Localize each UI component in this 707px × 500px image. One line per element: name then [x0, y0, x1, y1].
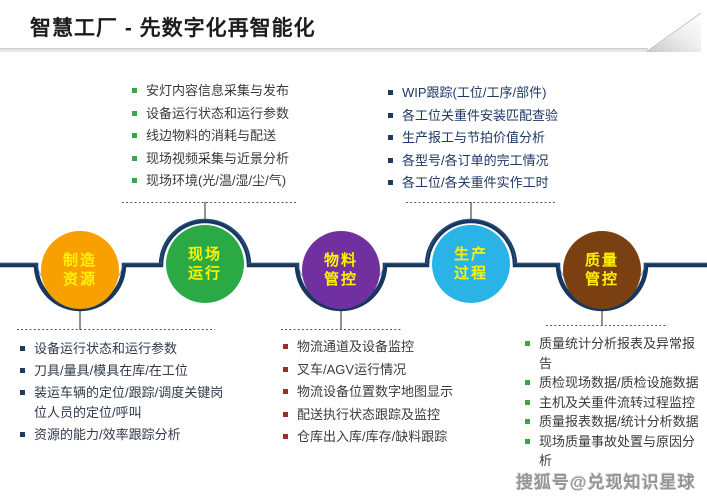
list-item: 线边物料的消耗与配送: [130, 126, 370, 145]
list-item: 装运车辆的定位/跟踪/调度关键岗位人员的定位/呼叫: [18, 383, 224, 423]
bullet-icon: [388, 135, 393, 140]
stage-label: 现场: [187, 246, 222, 263]
list-item: 各工位/各关重件实作工时: [386, 173, 646, 192]
list-item-text: 各型号/各订单的完工情况: [402, 152, 549, 168]
bullet-icon: [132, 178, 137, 183]
callout-list-quality-control: 质量统计分析报表及异常报告 质检现场数据/质检设施数据 主机及关重件流转过程监控…: [523, 334, 699, 471]
list-item: 叉车/AGV运行情况: [281, 360, 511, 380]
list-item: 现场环境(光/温/湿/尘/气): [130, 171, 370, 190]
stage-label: 制造: [62, 252, 97, 269]
list-item-text: 资源的能力/效率跟踪分析: [34, 427, 181, 442]
list-item-text: 物流设备位置数字地图显示: [297, 384, 454, 399]
list-item: WIP跟踪(工位/工序/部件): [386, 83, 646, 102]
bullet-icon: [283, 366, 288, 372]
list-item: 现场质量事故处置与原因分析: [523, 432, 699, 471]
list-item: 现场视频采集与近景分析: [130, 149, 370, 168]
bullet-icon: [283, 344, 288, 349]
bullet-icon: [132, 88, 137, 93]
bullet-icon: [388, 112, 393, 118]
list-item: 质量报表数据/统计分析数据: [523, 412, 699, 432]
list-item-text: 配送执行状态跟踪及监控: [297, 406, 441, 422]
page-title: 智慧工厂 - 先数字化再智能化: [30, 17, 316, 40]
list-item-text: 线边物料的消耗与配送: [146, 128, 277, 143]
list-item-text: 物流通道及设备监控: [297, 339, 415, 354]
stage-label: 物料: [323, 252, 358, 269]
list-item: 物流通道及设备监控: [281, 337, 511, 357]
bullet-icon: [525, 399, 530, 405]
bullet-icon: [20, 390, 25, 395]
list-item-text: 质检现场数据/质检设施数据: [539, 375, 699, 390]
list-item-text: 现场质量事故处置与原因分析: [539, 433, 696, 469]
bullet-icon: [388, 90, 393, 95]
list-item-text: 刀具/量具/模具在库/在工位: [34, 363, 188, 378]
list-item: 安灯内容信息采集与发布: [130, 81, 370, 100]
list-item-text: 生产报工与节拍价值分析: [402, 130, 546, 145]
list-item: 资源的能力/效率跟踪分析: [18, 425, 224, 445]
bullet-icon: [132, 155, 137, 161]
list-item: 物流设备位置数字地图显示: [281, 382, 511, 402]
list-item-text: 安灯内容信息采集与发布: [146, 83, 290, 98]
stage-label: 过程: [453, 265, 488, 282]
list-item-text: 质量报表数据/统计分析数据: [539, 414, 699, 429]
stage-label: 资源: [62, 271, 97, 288]
list-item: 各工位关重件安装匹配查验: [386, 106, 646, 125]
bullet-icon: [525, 438, 530, 444]
bullet-icon: [20, 432, 25, 437]
stage-circle-site-operation: 现场 运行: [166, 225, 244, 303]
list-item-text: 装运车辆的定位/跟踪/调度关键岗位人员的定位/呼叫: [34, 385, 224, 420]
callout-list-production-process: WIP跟踪(工位/工序/部件) 各工位关重件安装匹配查验 生产报工与节拍价值分析…: [386, 83, 646, 196]
bullet-icon: [525, 380, 530, 385]
list-item-text: 质量统计分析报表及异常报告: [539, 336, 696, 371]
callout-list-manufacturing-resources: 设备运行状态和运行参数 刀具/量具/模具在库/在工位 装运车辆的定位/跟踪/调度…: [18, 339, 224, 447]
list-item-text: 设备运行状态和运行参数: [34, 341, 178, 356]
list-item-text: 设备运行状态和运行参数: [146, 105, 290, 121]
list-item: 设备运行状态和运行参数: [130, 104, 370, 123]
list-item-text: 现场视频采集与近景分析: [146, 150, 290, 166]
bullet-icon: [283, 389, 288, 394]
list-item-text: 各工位关重件安装匹配查验: [402, 107, 559, 123]
bullet-icon: [132, 110, 137, 116]
list-item: 生产报工与节拍价值分析: [386, 128, 646, 147]
list-item: 设备运行状态和运行参数: [18, 339, 224, 359]
callout-list-material-control: 物流通道及设备监控 叉车/AGV运行情况 物流设备位置数字地图显示 配送执行状态…: [281, 337, 511, 450]
bullet-icon: [283, 434, 288, 439]
stage-label: 质量: [584, 252, 619, 269]
stage-circle-manufacturing-resources: 制造 资源: [41, 231, 119, 309]
bullet-icon: [20, 346, 25, 351]
bullet-icon: [283, 411, 288, 417]
list-item-text: WIP跟踪(工位/工序/部件): [402, 85, 547, 100]
stage-circle-material-control: 物料 管控: [302, 231, 380, 309]
stage-circle-production-process: 生产 过程: [432, 225, 510, 303]
list-item: 各型号/各订单的完工情况: [386, 151, 646, 170]
bullet-icon: [132, 133, 137, 138]
slide-header: 智慧工厂 - 先数字化再智能化: [0, 0, 707, 53]
bullet-icon: [525, 419, 530, 424]
stage-circle-quality-control: 质量 管控: [563, 231, 641, 309]
list-item: 主机及关重件流转过程监控: [523, 393, 699, 413]
list-item: 仓库出入库/库存/缺料跟踪: [281, 427, 511, 447]
bullet-icon: [20, 368, 25, 373]
list-item-text: 仓库出入库/库存/缺料跟踪: [297, 429, 448, 444]
stage-label: 管控: [323, 271, 358, 288]
watermark: 搜狐号@兑现知识星球: [516, 473, 696, 492]
list-item-text: 主机及关重件流转过程监控: [539, 394, 696, 410]
list-item-text: 现场环境(光/温/湿/尘/气): [146, 173, 287, 188]
bullet-icon: [388, 157, 393, 163]
list-item: 刀具/量具/模具在库/在工位: [18, 361, 224, 381]
list-item: 配送执行状态跟踪及监控: [281, 405, 511, 425]
stage-label: 管控: [584, 271, 619, 288]
list-item: 质检现场数据/质检设施数据: [523, 373, 699, 393]
stage-label: 运行: [187, 265, 222, 282]
callout-list-site-operation: 安灯内容信息采集与发布 设备运行状态和运行参数 线边物料的消耗与配送 现场视频采…: [130, 81, 370, 194]
bullet-icon: [525, 341, 530, 346]
list-item: 质量统计分析报表及异常报告: [523, 334, 699, 373]
list-item-text: 各工位/各关重件实作工时: [402, 175, 549, 190]
stage-label: 生产: [453, 246, 488, 263]
bullet-icon: [388, 180, 393, 185]
list-item-text: 叉车/AGV运行情况: [297, 361, 407, 377]
